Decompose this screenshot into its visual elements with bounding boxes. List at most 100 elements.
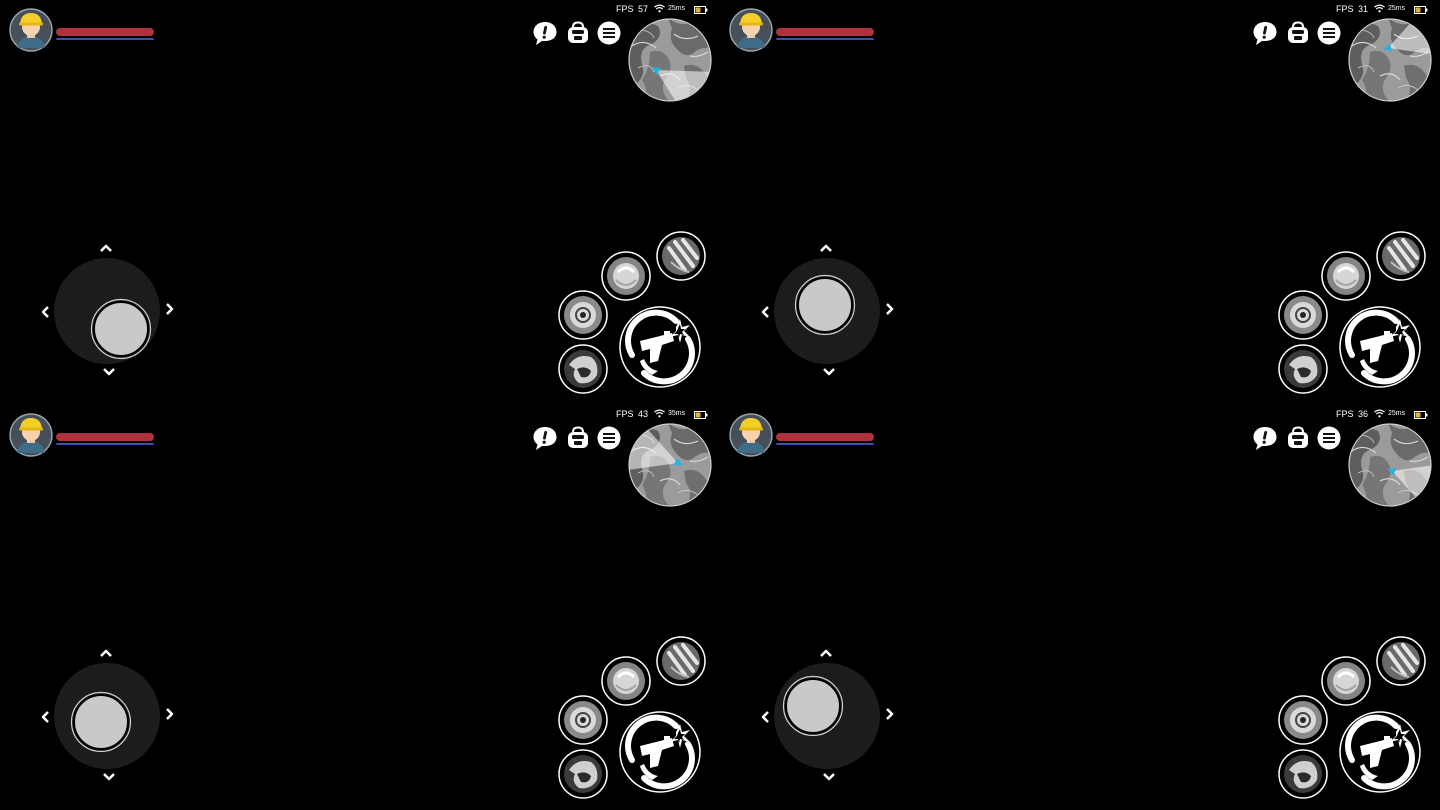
backpack-icon[interactable] <box>1285 20 1311 46</box>
player-screen-1: FPS 57 25ms <box>0 0 720 405</box>
battery-icon <box>694 411 708 419</box>
alert-bubble-icon[interactable] <box>1252 425 1278 451</box>
fps-value: 43 <box>638 409 649 419</box>
fps-value: 57 <box>638 4 649 14</box>
wifi-icon <box>1374 4 1385 13</box>
skill-heal-icon[interactable] <box>1277 748 1329 800</box>
player-avatar[interactable] <box>729 413 773 457</box>
fps-value: 36 <box>1358 409 1369 419</box>
arrow-up-icon <box>820 649 832 657</box>
arrow-left-icon <box>761 711 769 723</box>
arrow-left-icon <box>761 306 769 318</box>
ping-value: 25ms <box>1388 5 1406 12</box>
skill-slash-icon[interactable] <box>1375 635 1427 687</box>
skill-target-icon[interactable] <box>557 694 609 746</box>
pistol-fire-icon <box>640 319 690 375</box>
ping-value: 35ms <box>668 410 686 417</box>
skill-heal-icon[interactable] <box>557 748 609 800</box>
skill-slash-icon[interactable] <box>655 635 707 687</box>
health-bar <box>56 28 154 36</box>
fire-button[interactable] <box>1338 710 1422 794</box>
menu-icon[interactable] <box>1316 20 1342 46</box>
mana-bar <box>56 443 154 445</box>
fps-label: FPS <box>616 4 634 14</box>
arrow-up-icon <box>820 244 832 252</box>
skill-shield-icon[interactable] <box>1320 655 1372 707</box>
skill-heal-icon[interactable] <box>1277 343 1329 395</box>
battery-icon <box>694 6 708 14</box>
menu-icon[interactable] <box>596 425 622 451</box>
skill-shield-icon[interactable] <box>600 655 652 707</box>
arrow-down-icon <box>103 773 115 781</box>
backpack-icon[interactable] <box>1285 425 1311 451</box>
alert-bubble-icon[interactable] <box>1252 20 1278 46</box>
skill-target-icon[interactable] <box>1277 289 1329 341</box>
skill-target-icon[interactable] <box>557 289 609 341</box>
fps-label: FPS <box>1336 409 1354 419</box>
arrow-up-icon <box>100 244 112 252</box>
virtual-joystick[interactable] <box>34 641 184 791</box>
mana-bar <box>56 38 154 40</box>
minimap[interactable] <box>1348 423 1432 507</box>
joystick-knob[interactable] <box>785 678 841 734</box>
virtual-joystick[interactable] <box>34 236 184 386</box>
pistol-fire-icon <box>1360 319 1410 375</box>
skill-heal-icon[interactable] <box>557 343 609 395</box>
menu-icon[interactable] <box>596 20 622 46</box>
fire-button[interactable] <box>1338 305 1422 389</box>
player-avatar[interactable] <box>729 8 773 52</box>
health-bar <box>776 433 874 441</box>
arrow-down-icon <box>103 368 115 376</box>
skill-target-icon[interactable] <box>1277 694 1329 746</box>
health-bar <box>776 28 874 36</box>
alert-bubble-icon[interactable] <box>532 425 558 451</box>
arrow-up-icon <box>100 649 112 657</box>
fire-button[interactable] <box>618 305 702 389</box>
ping-value: 25ms <box>1388 410 1406 417</box>
player-screen-3: FPS 43 35ms <box>0 405 720 810</box>
skill-shield-icon[interactable] <box>1320 250 1372 302</box>
skill-slash-icon[interactable] <box>655 230 707 282</box>
health-bar <box>56 433 154 441</box>
alert-bubble-icon[interactable] <box>532 20 558 46</box>
arrow-down-icon <box>823 773 835 781</box>
wifi-icon <box>1374 409 1385 418</box>
backpack-icon[interactable] <box>565 20 591 46</box>
fire-button[interactable] <box>618 710 702 794</box>
virtual-joystick[interactable] <box>754 641 904 791</box>
joystick-knob[interactable] <box>797 277 853 333</box>
wifi-icon <box>654 409 665 418</box>
arrow-right-icon <box>166 708 174 720</box>
wifi-icon <box>654 4 665 13</box>
battery-icon <box>1414 411 1428 419</box>
minimap[interactable] <box>628 18 712 102</box>
status-bar: FPS 31 25ms <box>1332 2 1432 16</box>
player-screen-4: FPS 36 25ms <box>720 405 1440 810</box>
menu-icon[interactable] <box>1316 425 1342 451</box>
status-bar: FPS 43 35ms <box>612 407 712 421</box>
fps-label: FPS <box>616 409 634 419</box>
virtual-joystick[interactable] <box>754 236 904 386</box>
status-bar: FPS 57 25ms <box>612 2 712 16</box>
arrow-left-icon <box>41 711 49 723</box>
ping-value: 25ms <box>668 5 686 12</box>
fps-value: 31 <box>1358 4 1369 14</box>
backpack-icon[interactable] <box>565 425 591 451</box>
battery-icon <box>1414 6 1428 14</box>
minimap[interactable] <box>1348 18 1432 102</box>
joystick-knob[interactable] <box>73 694 129 750</box>
skill-shield-icon[interactable] <box>600 250 652 302</box>
player-avatar[interactable] <box>9 8 53 52</box>
mana-bar <box>776 38 874 40</box>
arrow-right-icon <box>886 708 894 720</box>
arrow-right-icon <box>166 303 174 315</box>
pistol-fire-icon <box>1360 724 1410 780</box>
player-avatar[interactable] <box>9 413 53 457</box>
arrow-right-icon <box>886 303 894 315</box>
minimap[interactable] <box>628 423 712 507</box>
joystick-knob[interactable] <box>93 301 149 357</box>
player-screen-2: FPS 31 25ms <box>720 0 1440 405</box>
skill-slash-icon[interactable] <box>1375 230 1427 282</box>
arrow-down-icon <box>823 368 835 376</box>
fps-label: FPS <box>1336 4 1354 14</box>
